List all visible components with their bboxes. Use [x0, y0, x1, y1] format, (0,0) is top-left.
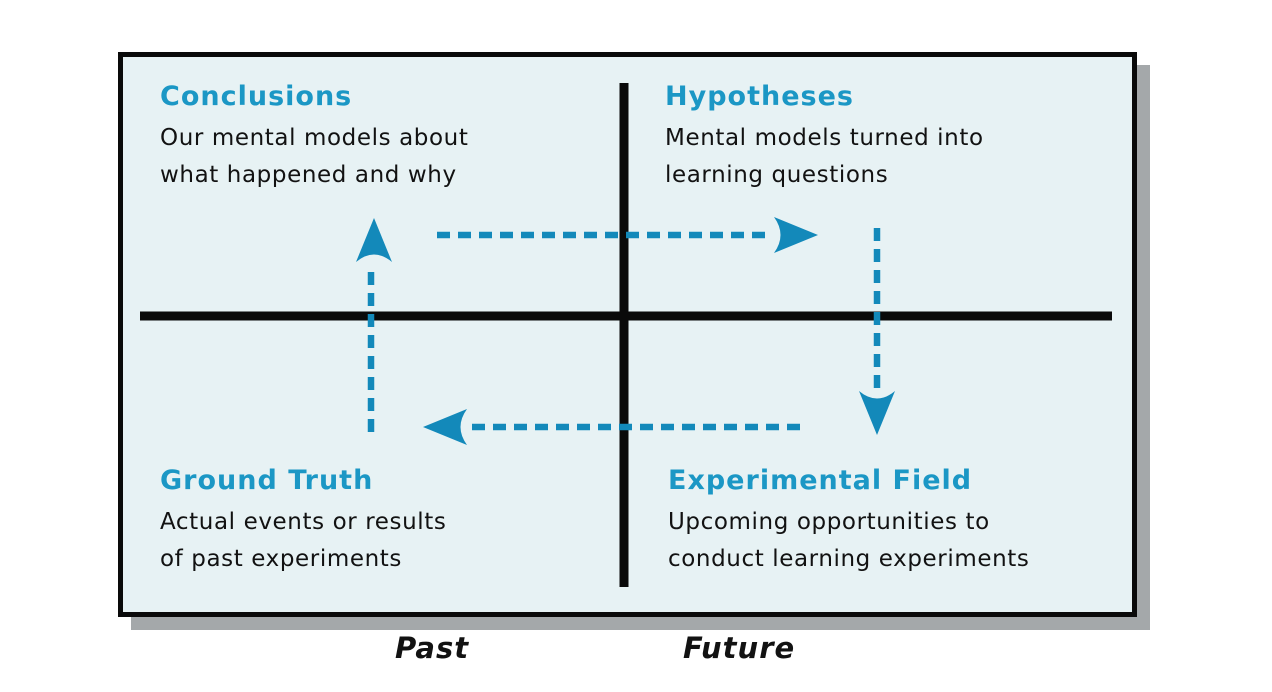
quadrant-ground-truth: Ground Truth Actual events or results of… — [160, 465, 630, 578]
quadrant-desc-conclusions: Our mental models about what happened an… — [160, 120, 630, 194]
desc-line: learning questions — [665, 162, 889, 188]
axis-label-future: Future — [683, 631, 796, 665]
left-arrowhead-icon — [423, 409, 467, 445]
quadrant-desc-hypotheses: Mental models turned into learning quest… — [665, 120, 1135, 194]
desc-line: Upcoming opportunities to — [668, 509, 990, 535]
quadrant-experimental-field: Experimental Field Upcoming opportunitie… — [668, 465, 1138, 578]
desc-line: conduct learning experiments — [668, 546, 1030, 572]
quadrant-title-conclusions: Conclusions — [160, 81, 353, 112]
desc-line: Our mental models about — [160, 125, 469, 151]
quadrant-panel: Conclusions Our mental models about what… — [118, 52, 1137, 617]
desc-line: of past experiments — [160, 546, 402, 572]
quadrant-conclusions: Conclusions Our mental models about what… — [160, 81, 630, 194]
quadrant-desc-ground-truth: Actual events or results of past experim… — [160, 504, 630, 578]
desc-line: Actual events or results — [160, 509, 447, 535]
axis-label-past: Past — [395, 631, 470, 665]
up-arrowhead-icon — [356, 218, 392, 262]
quadrant-title-ground-truth: Ground Truth — [160, 465, 374, 496]
quadrant-title-experimental-field: Experimental Field — [668, 465, 973, 496]
axes-and-arrows-layer — [140, 83, 1112, 587]
quadrant-title-hypotheses: Hypotheses — [665, 81, 854, 112]
down-arrowhead-icon — [859, 391, 895, 435]
desc-line: Mental models turned into — [665, 125, 984, 151]
quadrant-hypotheses: Hypotheses Mental models turned into lea… — [665, 81, 1135, 194]
quadrant-desc-experimental-field: Upcoming opportunities to conduct learni… — [668, 504, 1138, 578]
desc-line: what happened and why — [160, 162, 457, 188]
right-arrowhead-icon — [774, 217, 818, 253]
